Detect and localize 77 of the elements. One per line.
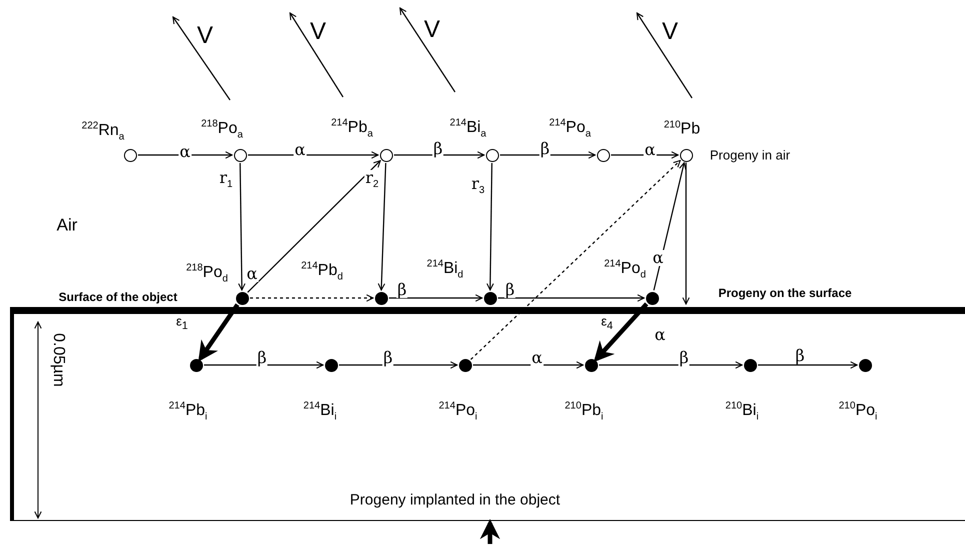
layer-label: Surface of the object (58, 291, 178, 303)
edge-label: α (652, 250, 664, 266)
edge-label: β (432, 141, 444, 157)
arrow (138, 151, 233, 159)
arrow (498, 294, 645, 302)
nuclide-label: $^{210}$Pb$_{i}$ (564, 402, 604, 422)
layer-label: Progeny in air (710, 148, 790, 162)
dashed-arrow (250, 294, 374, 302)
nuclide-label: $^{222}$Rn$_{a}$ (82, 122, 124, 142)
symbol-label: ε$_{4}$ (601, 314, 613, 332)
layer-label: Air (56, 216, 78, 234)
arrow (758, 361, 858, 369)
arrow (653, 162, 686, 290)
nuclide-label: $^{210}$Bi$_{i}$ (725, 402, 759, 422)
edge-label: β (382, 350, 394, 366)
arrow (500, 151, 596, 159)
velocity-label: V (310, 20, 326, 44)
arrow (248, 151, 379, 159)
object-region (10, 307, 965, 521)
region-caption: Progeny implanted in the object (350, 492, 560, 508)
nuclide-dot (236, 292, 248, 304)
nuclide-label: $^{214}$Bi$_{a}$ (450, 118, 486, 140)
nuclide-label: $^{214}$Po$_{d}$ (604, 260, 646, 280)
nuclide-dot (324, 358, 338, 372)
nuclide-circle (124, 148, 136, 162)
arrow (394, 151, 485, 159)
nuclide-dot (858, 358, 872, 372)
arrow (389, 294, 483, 302)
nuclide-label: $^{214}$Pb$_{a}$ (331, 118, 373, 140)
thick-arrow (480, 518, 500, 544)
edge-label: β (504, 282, 516, 298)
arrow (247, 160, 381, 293)
layer-label: Progeny on the surface (718, 287, 852, 299)
nuclide-circle (680, 148, 692, 162)
edge-label: β (539, 141, 551, 157)
nuclide-label: $^{214}$Bi$_{i}$ (303, 402, 337, 422)
nuclide-dot (484, 292, 496, 304)
nuclide-circle (380, 148, 392, 162)
thick-arrow (198, 303, 240, 362)
arrow (238, 162, 246, 291)
arrow (378, 162, 386, 291)
dashed-arrow (470, 160, 681, 360)
dimension-label: 0.05µm (50, 333, 66, 387)
velocity-label: V (424, 18, 440, 42)
nuclide-label: $^{214}$Pb$_{d}$ (301, 262, 343, 282)
nuclide-dot (584, 358, 598, 372)
edge-label: β (678, 350, 690, 366)
arrow (611, 151, 679, 159)
nuclide-label: $^{214}$Po$_{i}$ (438, 402, 478, 422)
nuclide-circle (486, 148, 498, 162)
edge-label: β (794, 348, 806, 364)
arrow (204, 361, 324, 369)
nuclide-circle (596, 148, 610, 162)
arrow (473, 361, 584, 369)
thick-arrow (594, 302, 648, 362)
velocity-label: V (662, 20, 678, 44)
nuclide-label: $^{218}$Po$_{d}$ (186, 264, 228, 284)
nuclide-label: $^{214}$Pb$_{i}$ (168, 402, 208, 422)
nuclide-dot (646, 292, 658, 304)
nuclide-label: $^{210}$Pb (664, 120, 700, 138)
nuclide-circle (234, 148, 246, 162)
nuclide-dot (458, 358, 472, 372)
arrow (486, 162, 494, 291)
arrow (339, 361, 458, 369)
edge-label: β (256, 350, 268, 366)
nuclide-dot (190, 358, 202, 372)
symbol-label: ε$_{1}$ (176, 314, 188, 332)
nuclide-label: $^{214}$Bi$_{d}$ (426, 260, 464, 280)
velocity-label: V (197, 24, 213, 48)
arrow (599, 361, 743, 369)
nuclide-dot (374, 292, 388, 304)
edge-label: β (396, 282, 408, 298)
nuclide-label: $^{210}$Po$_{i}$ (838, 402, 878, 422)
nuclide-label: $^{214}$Po$_{a}$ (549, 118, 591, 140)
nuclide-label: $^{218}$Po$_{a}$ (201, 120, 243, 140)
arrow (682, 162, 690, 305)
nuclide-dot (744, 358, 756, 372)
